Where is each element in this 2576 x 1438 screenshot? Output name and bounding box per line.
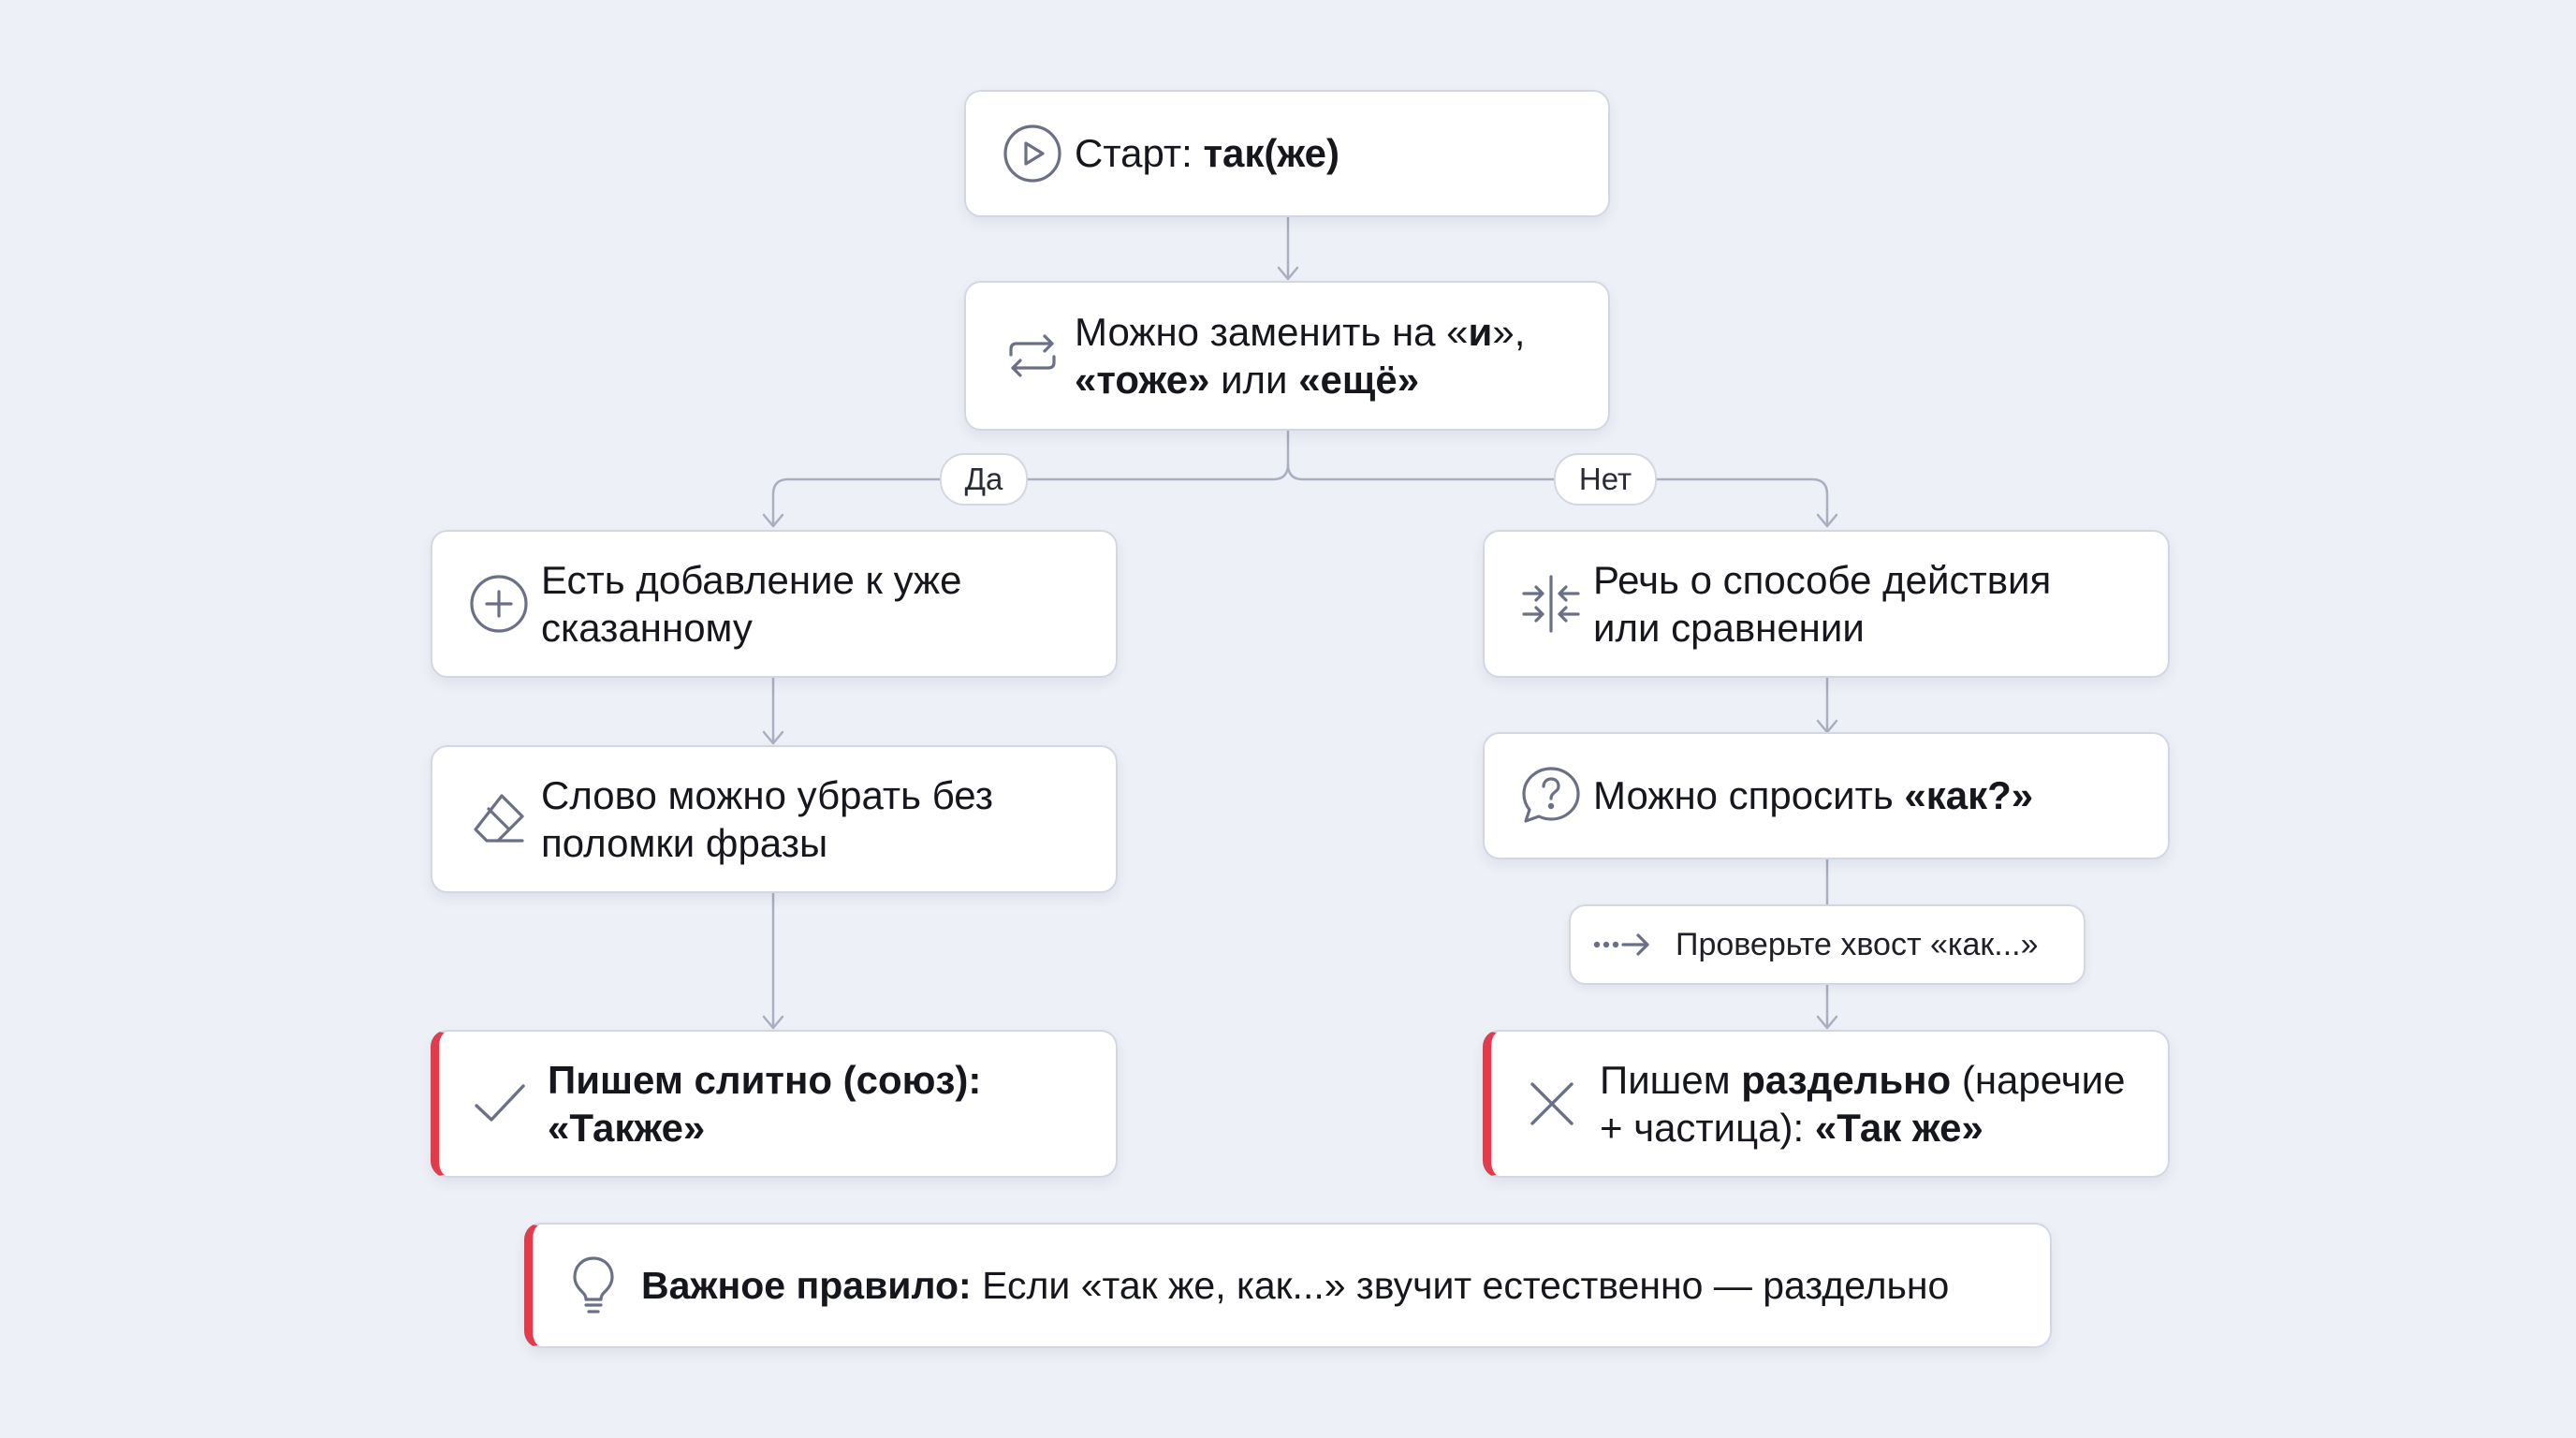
yes-result-text: Пишем слитно (союз): «Также» (548, 1057, 982, 1150)
plus-circle-icon (466, 571, 532, 637)
play-circle-icon (1000, 121, 1065, 186)
swap-arrows-icon (1000, 323, 1065, 389)
lightbulb-icon (561, 1253, 626, 1318)
arrow-yes-step1-step2 (762, 730, 784, 745)
rule-text: Важное правило: Если «так же, как...» зв… (641, 1263, 1950, 1307)
question-text: Можно заменить на «и», «тоже» или «ещё» (1075, 309, 1526, 402)
check-icon (467, 1071, 533, 1137)
arrow-start-question (1277, 266, 1299, 281)
no-result-text: Пишем раздельно (наречие + частица): «Та… (1600, 1057, 2126, 1150)
no-hint-node: Проверьте хвост «как...» (1569, 904, 2086, 985)
branch-yes-label: Да (940, 453, 1028, 506)
arrow-yes-step2-result (762, 1015, 784, 1030)
arrow-question-yes (762, 513, 784, 528)
yes-step1-text: Есть добавление к уже сказанному (541, 557, 962, 650)
rule-banner: Важное правило: Если «так же, как...» зв… (524, 1223, 2052, 1348)
no-step2-node: Можно спросить «как?» (1483, 732, 2170, 859)
question-bubble-icon (1518, 763, 1584, 829)
arrow-hint-result (1816, 1015, 1838, 1030)
compare-arrows-icon (1518, 571, 1584, 637)
branch-no-label: Нет (1554, 453, 1657, 506)
eraser-icon (466, 786, 532, 852)
no-result-node: Пишем раздельно (наречие + частица): «Та… (1483, 1030, 2170, 1178)
cross-icon (1519, 1071, 1585, 1137)
no-hint-text: Проверьте хвост «как...» (1676, 926, 2039, 962)
edge-question-yes (771, 429, 1290, 526)
no-step1-node: Речь о способе действия или сравнении (1483, 530, 2170, 678)
start-label: Старт: так(же) (1075, 131, 1339, 176)
arrow-question-no (1816, 513, 1838, 528)
yes-result-node: Пишем слитно (союз): «Также» (431, 1030, 1118, 1178)
dotted-arrow-icon (1591, 926, 1657, 963)
yes-step2-node: Слово можно убрать без поломки фразы (431, 745, 1118, 893)
edge-question-no (1286, 462, 1829, 526)
yes-step1-node: Есть добавление к уже сказанному (431, 530, 1118, 678)
question-node: Можно заменить на «и», «тоже» или «ещё» (964, 281, 1610, 431)
start-node: Старт: так(же) (964, 90, 1610, 217)
no-step2-text: Можно спросить «как?» (1593, 773, 2034, 818)
yes-step2-text: Слово можно убрать без поломки фразы (541, 772, 993, 865)
no-step1-text: Речь о способе действия или сравнении (1593, 557, 2052, 650)
